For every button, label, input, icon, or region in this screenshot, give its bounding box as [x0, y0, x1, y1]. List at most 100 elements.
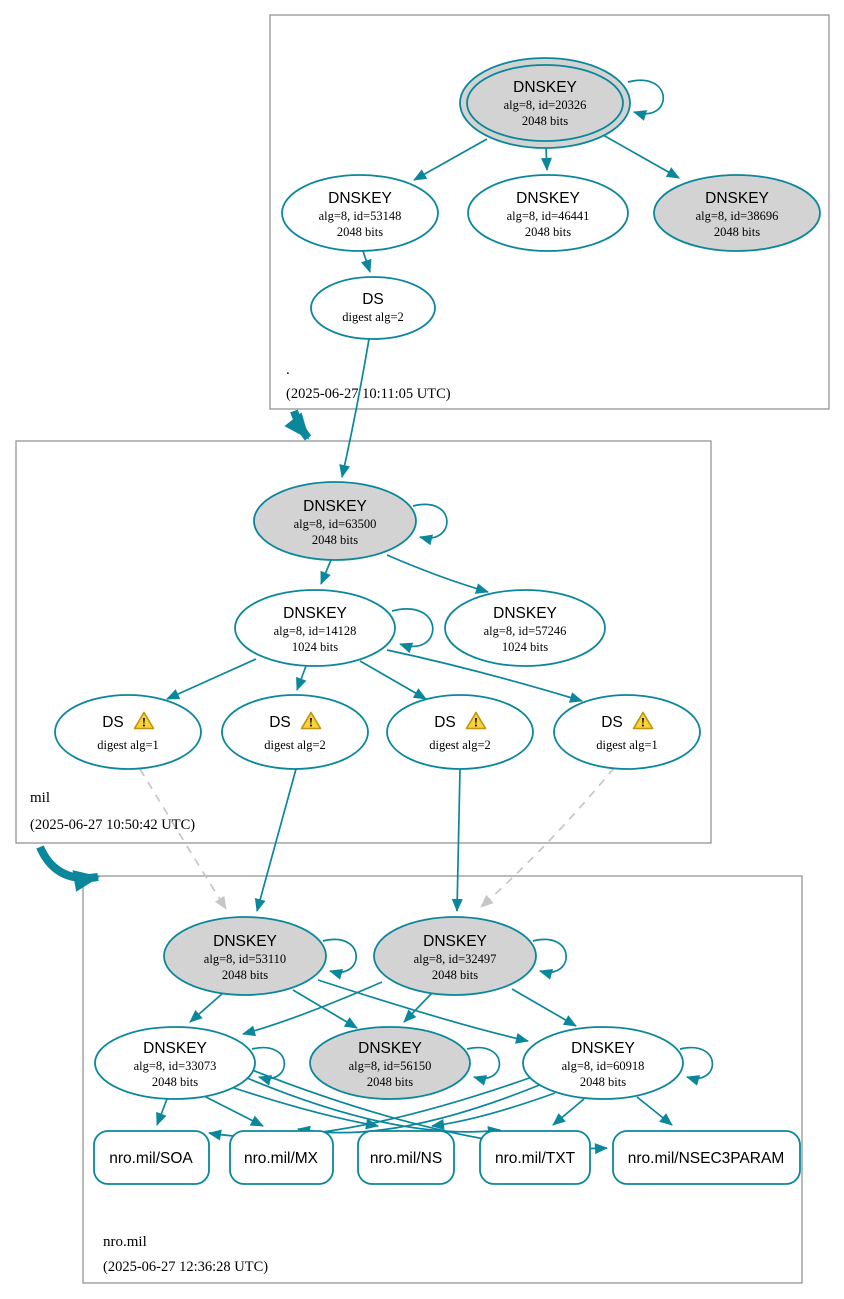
edge-53110-60918 [317, 979, 529, 1044]
zone-label-root: . [286, 362, 290, 378]
node-detail: 2048 bits [522, 114, 568, 128]
node-detail: alg=8, id=53110 [204, 952, 286, 966]
node-detail: alg=8, id=53148 [319, 209, 402, 223]
edge-33073-selfloop [251, 1046, 286, 1086]
node-dnskey-63500: DNSKEY alg=8, id=63500 2048 bits [253, 481, 417, 561]
edge-14128-selfloop [391, 608, 434, 654]
edge-20326-selfloop [627, 79, 665, 121]
node-title: DNSKEY [423, 933, 487, 950]
svg-text:!: ! [309, 716, 313, 730]
edge-53110-56150 [292, 989, 358, 1029]
edge-63500-14128 [320, 559, 332, 585]
zone-timestamp-mil: (2025-06-27 10:50:42 UTC) [30, 817, 195, 833]
node-title: DNSKEY [516, 190, 580, 207]
node-title: DNSKEY [283, 605, 347, 622]
node-dnskey-38696: DNSKEY alg=8, id=38696 2048 bits [653, 174, 821, 252]
edge-33073-mx [201, 1094, 264, 1127]
node-detail: 2048 bits [337, 225, 383, 239]
rrset-nsec3param: nro.mil/NSEC3PARAM [612, 1130, 801, 1185]
rrset-soa: nro.mil/SOA [93, 1130, 210, 1185]
rrset-label: nro.mil/SOA [109, 1150, 193, 1167]
edge-14128-ds2 [296, 665, 307, 691]
edge-53110-33073 [189, 992, 224, 1023]
edge-60918-txt [552, 1098, 585, 1126]
node-detail: digest alg=2 [342, 310, 404, 324]
node-title: DNSKEY [571, 1040, 635, 1057]
edge-53148-ds [360, 250, 372, 273]
node-ds-mil-2: DS ! digest alg=2 [221, 694, 369, 770]
rrset-ns: nro.mil/NS [357, 1130, 455, 1185]
node-detail: 2048 bits [367, 1075, 413, 1089]
node-detail: 1024 bits [502, 640, 548, 654]
node-dnskey-56150: DNSKEY alg=8, id=56150 2048 bits [309, 1026, 471, 1100]
node-detail: 2048 bits [152, 1075, 198, 1089]
node-dnskey-60918: DNSKEY alg=8, id=60918 2048 bits [522, 1026, 684, 1100]
node-ds-mil-1: DS ! digest alg=1 [54, 694, 202, 770]
edge-ds3-32497 [451, 768, 463, 912]
edge-14128-ds1 [166, 658, 257, 700]
edge-63500-selfloop [412, 503, 448, 546]
node-dnskey-53110: DNSKEY alg=8, id=53110 2048 bits [163, 916, 327, 996]
warning-icon: ! [300, 711, 322, 730]
node-detail: alg=8, id=60918 [562, 1059, 645, 1073]
node-ds-root: DS digest alg=2 [310, 276, 436, 340]
svg-text:!: ! [641, 716, 645, 730]
node-title: DNSKEY [143, 1040, 207, 1057]
edge-60918-ns [431, 1092, 556, 1130]
node-ds-mil-4: DS ! digest alg=1 [553, 694, 701, 770]
node-title: DNSKEY [513, 79, 577, 96]
node-title: DNSKEY [213, 933, 277, 950]
node-dnskey-14128: DNSKEY alg=8, id=14128 1024 bits [234, 589, 396, 667]
edge-33073-ns [233, 1087, 379, 1130]
zone-box-nromil [82, 875, 803, 1284]
node-detail: digest alg=1 [596, 738, 658, 752]
edge-32497-60918 [511, 988, 577, 1027]
edge-20326-46441 [540, 147, 552, 171]
node-title: DNSKEY [493, 605, 557, 622]
node-title: DS [269, 714, 291, 731]
rrset-txt: nro.mil/TXT [479, 1130, 591, 1185]
edge-14128-ds4 [386, 649, 583, 703]
edge-33073-soa [156, 1098, 168, 1126]
warning-icon: ! [465, 711, 487, 730]
edge-20326-53148 [413, 138, 488, 181]
edge-14128-ds3 [359, 660, 427, 700]
zone-label-mil: mil [30, 790, 50, 806]
node-detail: digest alg=2 [264, 738, 326, 752]
edge-ds4-32497-insecure [480, 767, 615, 908]
node-title: DNSKEY [303, 498, 367, 515]
node-detail: alg=8, id=56150 [349, 1059, 432, 1073]
node-detail: 2048 bits [714, 225, 760, 239]
node-dnskey-20326: DNSKEY alg=8, id=20326 2048 bits [459, 57, 631, 149]
node-detail: digest alg=2 [429, 738, 491, 752]
node-detail: 2048 bits [312, 533, 358, 547]
zone-box-root [269, 14, 830, 410]
node-detail: alg=8, id=38696 [696, 209, 779, 223]
warning-icon: ! [632, 711, 654, 730]
zone-label-nromil: nro.mil [103, 1234, 147, 1250]
node-title: DS [434, 714, 456, 731]
node-ds-mil-3: DS ! digest alg=2 [386, 694, 534, 770]
zone-box-mil [15, 440, 712, 844]
node-dnskey-32497: DNSKEY alg=8, id=32497 2048 bits [373, 916, 537, 996]
delegation-arrow-root-to-mil [284, 409, 312, 441]
node-detail: alg=8, id=14128 [274, 624, 357, 638]
node-detail: 1024 bits [292, 640, 338, 654]
node-title: DS [102, 714, 124, 731]
edge-32497-33073 [242, 981, 383, 1037]
node-detail: alg=8, id=32497 [414, 952, 497, 966]
svg-text:!: ! [474, 716, 478, 730]
node-detail: alg=8, id=63500 [294, 517, 377, 531]
node-detail: alg=8, id=46441 [507, 209, 590, 223]
node-detail: alg=8, id=57246 [484, 624, 567, 638]
node-title: DNSKEY [705, 190, 769, 207]
node-title: DNSKEY [358, 1040, 422, 1057]
node-detail: digest alg=1 [97, 738, 159, 752]
node-detail: 2048 bits [580, 1075, 626, 1089]
rrset-mx: nro.mil/MX [229, 1130, 334, 1185]
node-title: DS [362, 291, 384, 308]
node-dnskey-46441: DNSKEY alg=8, id=46441 2048 bits [467, 174, 629, 252]
edge-56150-selfloop [466, 1046, 501, 1086]
node-dnskey-57246: DNSKEY alg=8, id=57246 1024 bits [444, 589, 606, 667]
